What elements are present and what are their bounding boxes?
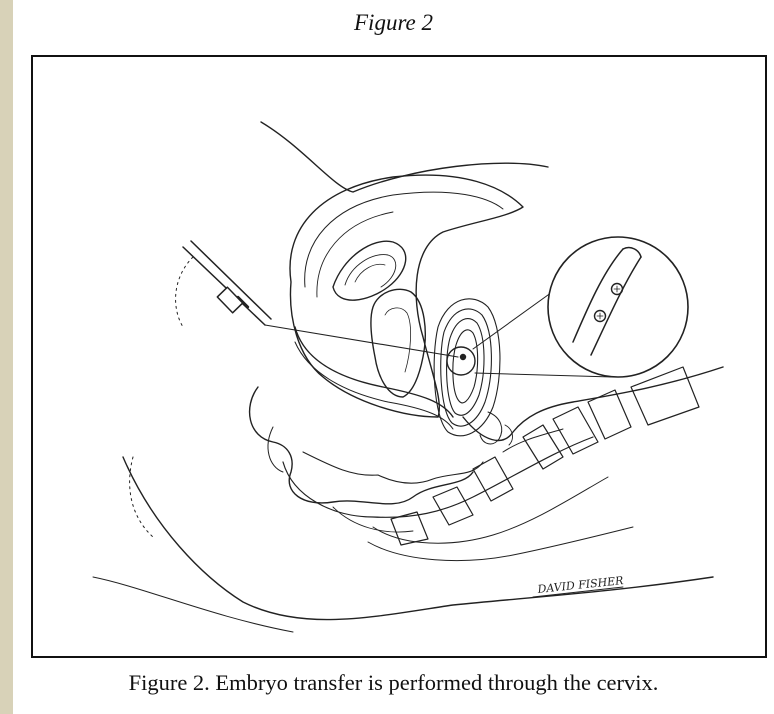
anatomy-illustration: DAVID FISHER — [33, 57, 765, 656]
catheter-tip-marker — [447, 347, 475, 375]
cervix-rings — [434, 299, 500, 436]
inset-leader-bottom — [475, 373, 613, 377]
magnified-inset — [548, 237, 688, 377]
figure-sheet: Figure 2 — [13, 0, 774, 714]
lower-back-contour — [93, 577, 293, 632]
back-contour — [123, 457, 713, 620]
uterus-outline — [290, 175, 523, 417]
skin-edge — [130, 457, 153, 537]
figure-caption: Figure 2. Embryo transfer is performed t… — [13, 670, 774, 696]
bowel-loops — [303, 452, 483, 483]
body-outline — [261, 122, 548, 192]
left-margin-strip — [0, 0, 13, 714]
figure-header: Figure 2 — [13, 10, 774, 36]
illustration-frame: DAVID FISHER — [31, 55, 767, 658]
